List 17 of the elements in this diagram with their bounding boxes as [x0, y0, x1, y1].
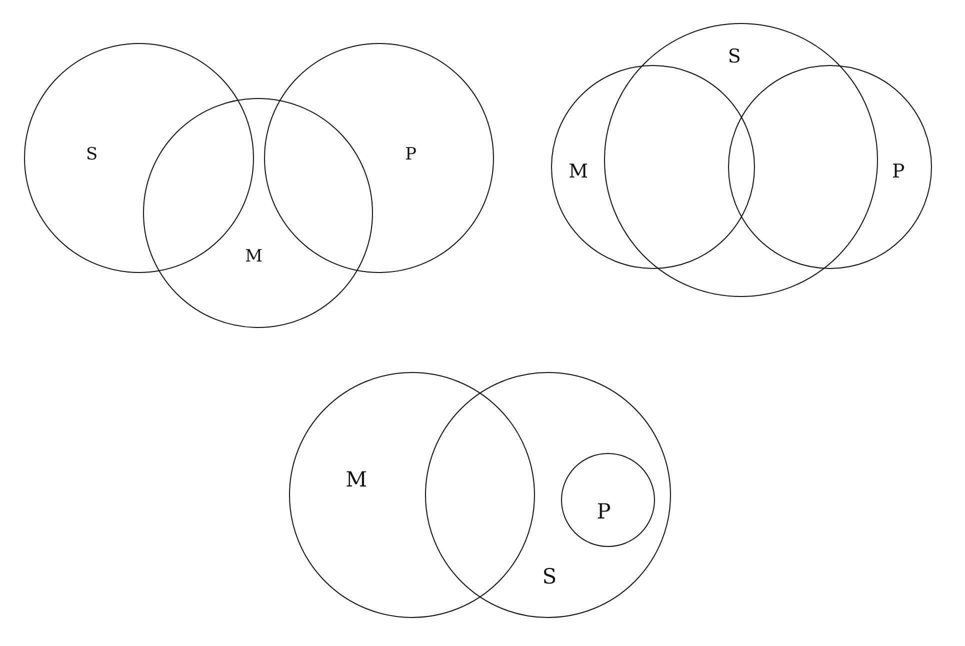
set-circle [604, 23, 878, 297]
set-circle [264, 43, 494, 273]
set-label: M [346, 470, 368, 491]
set-circle [551, 65, 755, 269]
set-circle [728, 65, 932, 269]
set-label: M [568, 162, 588, 182]
set-label: S [542, 566, 557, 588]
set-circle [143, 98, 373, 328]
set-label: P [596, 501, 611, 522]
set-label: S [86, 146, 98, 164]
set-label: P [892, 162, 905, 182]
set-circle [561, 453, 656, 548]
set-circle [425, 372, 671, 618]
set-label: P [405, 146, 417, 164]
set-label: M [245, 248, 262, 266]
set-circle [289, 372, 535, 618]
set-label: S [728, 48, 741, 67]
